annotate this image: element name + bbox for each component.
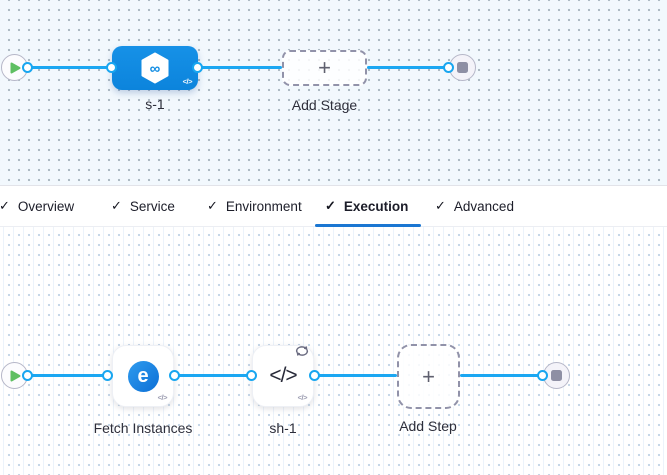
check-icon: ✓ — [0, 198, 10, 213]
code-badge-icon: </> — [297, 393, 308, 402]
connector-dot[interactable] — [106, 62, 117, 73]
code-badge-icon: </> — [182, 77, 193, 86]
connector-dot[interactable] — [22, 370, 33, 381]
tab-label: Execution — [343, 198, 409, 214]
shell-script-icon: </> — [269, 364, 297, 387]
play-icon — [10, 62, 21, 73]
connector-line — [460, 374, 543, 377]
check-icon: ✓ — [435, 198, 446, 213]
tab-advanced[interactable]: ✓ Advanced — [435, 186, 514, 226]
connector-dot[interactable] — [169, 370, 180, 381]
add-stage-label: Add Stage — [291, 97, 358, 113]
connector-line — [28, 374, 108, 377]
tab-label: Overview — [17, 198, 75, 214]
connector-line — [28, 66, 112, 69]
check-icon: ✓ — [325, 198, 336, 213]
svg-text:∞: ∞ — [150, 61, 161, 78]
tab-label: Advanced — [453, 198, 514, 214]
connector-line — [314, 374, 397, 377]
connector-dot[interactable] — [309, 370, 320, 381]
stage-config-tabbar: ✓ Overview ✓ Service ✓ Environment ✓ Exe… — [0, 185, 667, 227]
connector-dot[interactable] — [246, 370, 257, 381]
add-stage-button[interactable]: + — [282, 50, 367, 86]
step-node-fetch-instances[interactable]: e </> — [112, 345, 174, 407]
step-label-fetch-instances: Fetch Instances — [93, 420, 193, 436]
stage-node-s1[interactable]: ∞ </> — [112, 46, 198, 90]
connector-line — [174, 374, 252, 377]
tab-label: Service — [129, 198, 175, 214]
stage-label: s-1 — [145, 96, 165, 112]
check-icon: ✓ — [111, 198, 122, 213]
tab-overview[interactable]: ✓ Overview — [0, 186, 74, 226]
tab-label: Environment — [225, 198, 302, 214]
check-icon: ✓ — [207, 198, 218, 213]
connector-dot[interactable] — [192, 62, 203, 73]
step-label-sh-1: sh-1 — [269, 420, 297, 436]
tab-execution[interactable]: ✓ Execution — [315, 186, 422, 227]
connector-line — [198, 66, 282, 69]
tab-environment[interactable]: ✓ Environment — [207, 186, 302, 226]
tab-service[interactable]: ✓ Service — [111, 186, 175, 226]
connector-dot[interactable] — [22, 62, 33, 73]
active-tab-underline — [315, 224, 422, 227]
stop-icon — [457, 62, 468, 73]
code-badge-icon: </> — [157, 393, 168, 402]
connector-dot[interactable] — [443, 62, 454, 73]
stop-icon — [551, 370, 562, 381]
plus-icon: + — [422, 363, 435, 389]
add-step-label: Add Step — [399, 418, 457, 434]
play-icon — [10, 370, 21, 381]
connector-dot[interactable] — [102, 370, 113, 381]
elastigroup-icon: e — [127, 360, 159, 392]
execution-graph-canvas[interactable]: e </> </> </> + Fetch Instances sh-1 Add… — [0, 227, 667, 475]
plus-icon: + — [318, 55, 331, 80]
deploy-stage-icon: ∞ — [141, 52, 169, 84]
connector-line — [367, 66, 449, 69]
connector-dot[interactable] — [537, 370, 548, 381]
add-step-button[interactable]: + — [397, 344, 460, 409]
looping-strategy-icon — [294, 344, 310, 363]
stage-graph-canvas[interactable]: ∞ </> + s-1 Add Stage — [0, 0, 667, 185]
